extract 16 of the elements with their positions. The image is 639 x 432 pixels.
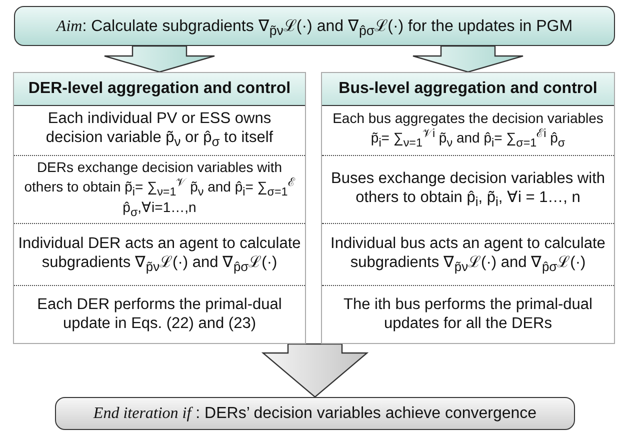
block-arrow: [104, 45, 216, 73]
step-description: Buses exchange decision variables with others to obtain p̂$_{i}$, p̃$_{i}$, ∀i = 1…, n: [322, 155, 614, 223]
panel: [13, 72, 306, 344]
block-arrow: [261, 343, 369, 398]
end-condition-box: End iteration if : DERs’ decision variables achieve convergence: [55, 397, 575, 430]
panel-heading: DER-level aggregation and control: [28, 80, 291, 98]
step-description: Each bus aggregates the decision variables p̃$_{i}$= ∑$_{ν=1}$$^{𝒱i}$ p̃$_{ν}$ and p̂$_{i}$= ∑$_{σ=1}$$^{ℰi}$ p̂$_{σ}$: [322, 105, 614, 155]
block-arrow: [412, 45, 524, 73]
aim-box: Aim: Calculate subgradients ∇$_{p̃ν}$ℒ(·) and ∇$_{p̂σ}$ℒ(·) for the updates in PGM: [14, 6, 615, 46]
step-description: Each DER performs the primal-dual update in Eqs. (22) and (23): [14, 285, 305, 343]
panel: [321, 72, 615, 344]
step-description: Individual bus acts an agent to calculate subgradients ∇$_{p̃ν}$ℒ(·) and ∇$_{p̂σ}$ℒ(·): [322, 223, 614, 285]
panel-heading: Bus-level aggregation and control: [338, 80, 598, 98]
step-description: Each individual PV or ESS owns decision variable p̃$_{ν}$ or p̂$_{σ}$ to itself: [14, 105, 305, 155]
step-description: The ith bus performs the primal-dual updates for all the DERs: [322, 285, 614, 343]
step-description: Individual DER acts an agent to calculate subgradients ∇$_{p̃ν}$ℒ(·) and ∇$_{p̂σ}$ℒ(·): [14, 223, 305, 285]
